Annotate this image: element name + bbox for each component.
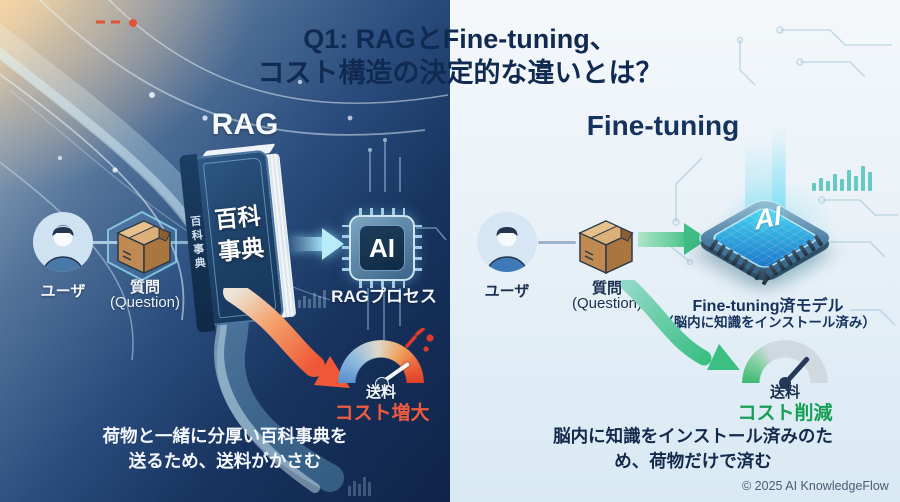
connector-line: [90, 241, 120, 244]
question-sublabel: (Question): [109, 294, 181, 311]
cost-decrease-label: コスト削減: [737, 403, 833, 424]
question-label: 質問: [591, 280, 622, 297]
user-avatar-icon: [477, 212, 537, 272]
cost-gauge-icon: 送料: [742, 340, 828, 402]
user-label: ユーザ: [40, 283, 86, 300]
book-cover-title: 百科 事典: [213, 202, 266, 266]
page-title: Q1: RAGとFine-tuning、 コスト構造の決定的な違いとは？: [120, 22, 800, 90]
right-caption: 脳内に知識をインストール済みのた め、荷物だけで済む: [553, 426, 833, 471]
model-sublabel: （脳内に知識をインストール済み）: [660, 315, 876, 330]
ai-chip-icon: AI: [342, 208, 422, 288]
model-label: Fine-tuning済モデル: [692, 298, 844, 315]
connector-line: [166, 241, 194, 244]
copyright-notice: © 2025 AI KnowledgeFlow: [742, 479, 889, 493]
overheat-splash-icon: [405, 328, 434, 352]
package-box-icon: [578, 220, 634, 275]
left-caption: 荷物と一緒に分厚い百科事典を 送るため、送料がかさむ: [102, 426, 348, 471]
chip-pins: [359, 208, 405, 215]
flow-arrow-icon: [290, 237, 324, 251]
cost-decrease-arrow-icon: [620, 280, 740, 370]
question-sublabel: (Question): [571, 295, 643, 312]
flow-arrowhead-icon: [322, 228, 344, 260]
cost-increase-label: コスト増大: [334, 403, 430, 424]
fine-tuning-heading: Fine-tuning: [586, 110, 740, 141]
cost-gauge-icon: 送料: [338, 340, 424, 402]
gauge-hub: [375, 377, 389, 391]
shipping-label: 送料: [769, 384, 800, 401]
light-beam-decoration: [772, 124, 786, 214]
connector-line: [538, 241, 576, 244]
package-box-icon: [116, 220, 172, 275]
title-line-2: コスト構造の決定的な違いとは？: [257, 58, 663, 88]
chip-ai-label: AI: [359, 225, 405, 271]
chip-pins: [359, 281, 405, 288]
flow-arrow-icon: [638, 232, 686, 247]
title-line-1: Q1: RAGとFine-tuning、: [303, 24, 617, 54]
question-label: 質問: [129, 279, 160, 296]
user-label: ユーザ: [484, 283, 530, 300]
chip-pins: [415, 225, 422, 271]
rag-heading: RAG: [211, 108, 279, 141]
rag-process-label: RAGプロセス: [331, 287, 437, 306]
gauge-hub: [779, 377, 791, 389]
shipping-label: 送料: [365, 384, 396, 401]
chip-pins: [342, 225, 349, 271]
bar-chart-icon: [812, 165, 872, 191]
user-avatar-icon: [33, 212, 93, 272]
circuit-traces-decoration: [664, 26, 898, 326]
